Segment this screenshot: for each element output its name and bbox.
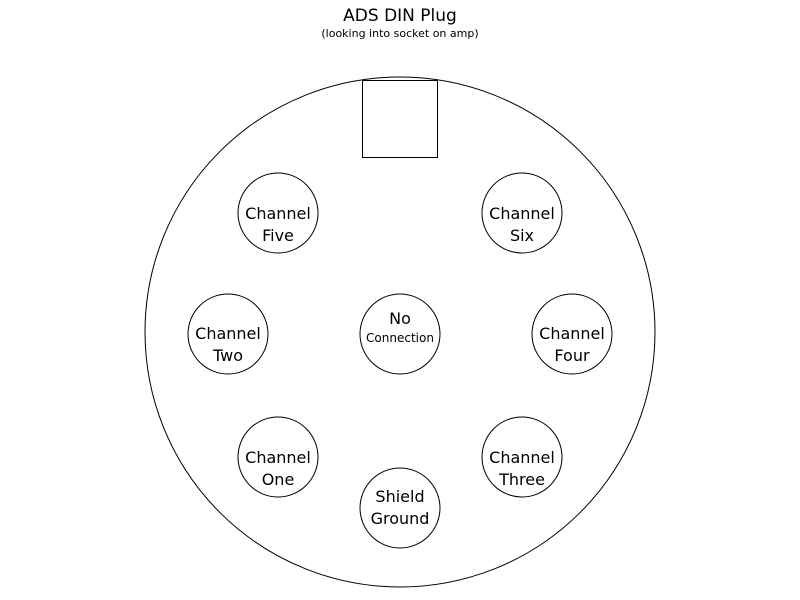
pin-channel-one-label-line1: Channel (245, 448, 311, 467)
pin-channel-four-label-line2: Four (554, 346, 590, 365)
pin-channel-five-label-line2: Five (262, 226, 294, 245)
plug-body-outline (144, 76, 656, 588)
pin-channel-three-label-line2: Three (498, 470, 545, 489)
pin-channel-six-circle (481, 172, 563, 254)
pin-channel-two-circle (187, 293, 269, 375)
pin-channel-six: Channel Six (481, 172, 563, 254)
pin-channel-two: Channel Two (187, 293, 269, 375)
pin-channel-five: Channel Five (237, 172, 319, 254)
pin-channel-four-label-line1: Channel (539, 324, 605, 343)
pin-channel-four: Channel Four (531, 293, 613, 375)
pin-channel-three: Channel Three (481, 416, 563, 498)
pin-channel-three-circle (481, 416, 563, 498)
diagram-subtitle: (looking into socket on amp) (321, 27, 478, 40)
pin-shield-ground-label-line1: Shield (375, 487, 424, 506)
pin-channel-two-label-line2: Two (212, 346, 243, 365)
diagram-title: ADS DIN Plug (343, 6, 457, 26)
pin-channel-six-label-line2: Six (510, 226, 534, 245)
pin-channel-three-label-line1: Channel (489, 448, 555, 467)
pin-channel-five-label-line1: Channel (245, 204, 311, 223)
pin-no-connection: No Connection (359, 293, 441, 375)
plug-key-notch (362, 80, 438, 158)
pin-no-connection-circle (359, 293, 441, 375)
pin-shield-ground: Shield Ground (359, 467, 441, 549)
pin-channel-four-circle (531, 293, 613, 375)
pin-shield-ground-label-line2: Ground (371, 509, 430, 528)
pin-no-connection-label-line2: Connection (366, 331, 434, 345)
pin-channel-one-circle (237, 416, 319, 498)
pin-channel-five-circle (237, 172, 319, 254)
pin-channel-one: Channel One (237, 416, 319, 498)
pin-shield-ground-circle (359, 467, 441, 549)
pin-channel-two-label-line1: Channel (195, 324, 261, 343)
pin-no-connection-label-line1: No (389, 309, 411, 328)
pin-channel-one-label-line2: One (262, 470, 295, 489)
pin-channel-six-label-line1: Channel (489, 204, 555, 223)
